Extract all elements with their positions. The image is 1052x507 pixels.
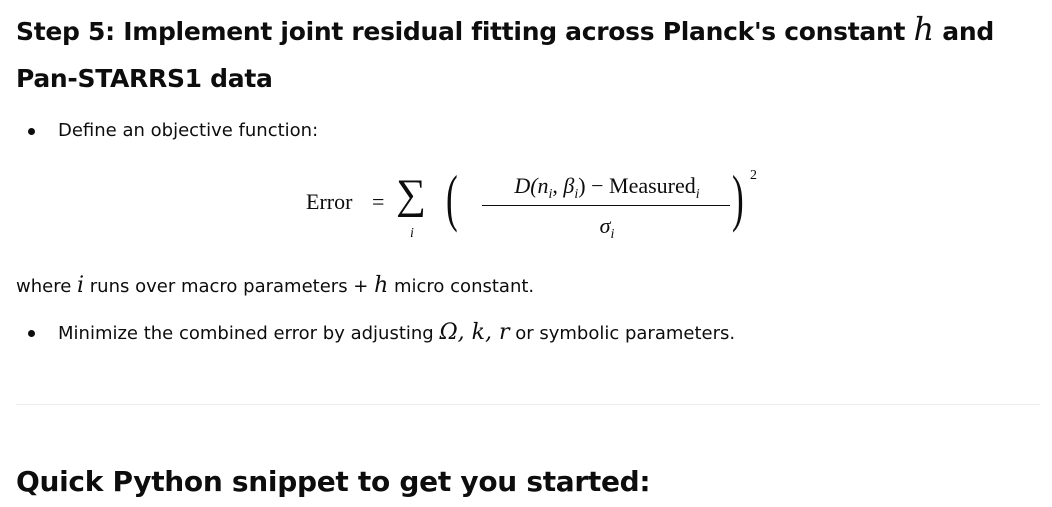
bullet-dot-icon (28, 128, 35, 135)
numerator-minus: − (585, 173, 610, 198)
parameter-symbols: Ω, k, r (439, 320, 510, 345)
bullet-text-before: Minimize the combined error by adjusting (58, 323, 440, 344)
bullet-dot-icon (28, 330, 35, 337)
bullet-text: Define an objective function: (58, 120, 319, 141)
where-text-after: micro constant. (388, 276, 535, 297)
step-heading-text-after: and Pan-STARRS1 data (16, 17, 994, 93)
equation-lhs: Error (306, 189, 353, 214)
snippet-heading: Quick Python snippet to get you started: (16, 465, 651, 498)
objective-equation: Error = ∑ i ( D(ni, βi) − Measuredi σi )… (306, 162, 766, 248)
numerator-measured-subscript: i (695, 187, 700, 202)
numerator-measured: Measured (609, 173, 696, 198)
denominator-sigma: σ (599, 213, 611, 238)
where-text-before: where (16, 276, 78, 297)
left-paren: ( (446, 162, 458, 233)
sum-symbol: ∑ (396, 172, 426, 218)
fraction-denominator: σi (482, 213, 732, 242)
numerator-comma: , (552, 173, 564, 198)
step-heading: Step 5: Implement joint residual fitting… (16, 6, 1046, 102)
bullet-text-after: or symbolic parameters. (509, 323, 736, 344)
bullet-text: Minimize the combined error by adjusting… (58, 320, 735, 347)
where-index-symbol: i (77, 273, 85, 298)
numerator-d: D( (514, 173, 538, 198)
where-line: where i runs over macro parameters + h m… (16, 273, 534, 300)
numerator-n-subscript: i (548, 187, 553, 202)
step-heading-text-before: Step 5: Implement joint residual fitting… (16, 17, 914, 46)
numerator-beta-subscript: i (574, 187, 579, 202)
fraction-bar (482, 205, 730, 206)
numerator-n: n (537, 173, 549, 198)
equation-exponent: 2 (750, 168, 757, 183)
where-text-middle: runs over macro parameters + (84, 276, 375, 297)
numerator-close: ) (578, 173, 586, 198)
section-divider (16, 404, 1040, 405)
numerator-beta: β (563, 173, 575, 198)
sum-index: i (410, 226, 414, 241)
fraction-numerator: D(ni, βi) − Measuredi (482, 173, 732, 202)
where-h-symbol: h (374, 273, 389, 298)
planck-h-symbol: h (913, 10, 935, 48)
equation-equals: = (372, 189, 385, 214)
right-paren: ) (732, 162, 744, 233)
denominator-subscript: i (610, 227, 615, 242)
